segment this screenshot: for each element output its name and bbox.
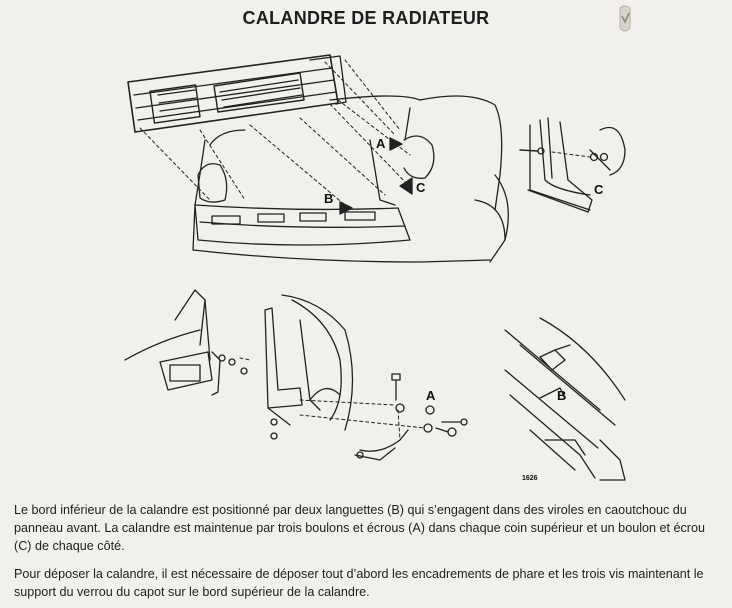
car-front-drawing bbox=[192, 95, 509, 263]
alignment-lines bbox=[139, 59, 411, 206]
label-a-main: A bbox=[376, 136, 386, 151]
arrow-c-icon bbox=[399, 177, 413, 195]
check-mark-icon bbox=[619, 5, 631, 32]
label-a-bracket: A bbox=[426, 388, 436, 403]
label-b-main: B bbox=[324, 191, 333, 206]
label-c-detail: C bbox=[594, 182, 604, 197]
side-fixing-detail bbox=[519, 117, 626, 213]
paragraph-removal: Pour déposer la calandre, il est nécessa… bbox=[14, 567, 704, 599]
bracket-assembly-detail bbox=[124, 289, 468, 461]
radiator-grille-illustration: A C B C A B 1626 bbox=[124, 54, 626, 482]
radiator-grille bbox=[127, 54, 347, 133]
label-b-tab: B bbox=[557, 388, 566, 403]
paragraph-positioning: Le bord inférieur de la calandre est pos… bbox=[14, 503, 706, 553]
arrow-a-icon bbox=[389, 137, 403, 151]
page-title: CALANDRE DE RADIATEUR bbox=[242, 8, 490, 28]
label-c-main: C bbox=[416, 180, 426, 195]
figure-reference-number: 1626 bbox=[522, 475, 538, 482]
tab-b-detail bbox=[504, 317, 626, 481]
arrow-b-icon bbox=[339, 201, 353, 215]
